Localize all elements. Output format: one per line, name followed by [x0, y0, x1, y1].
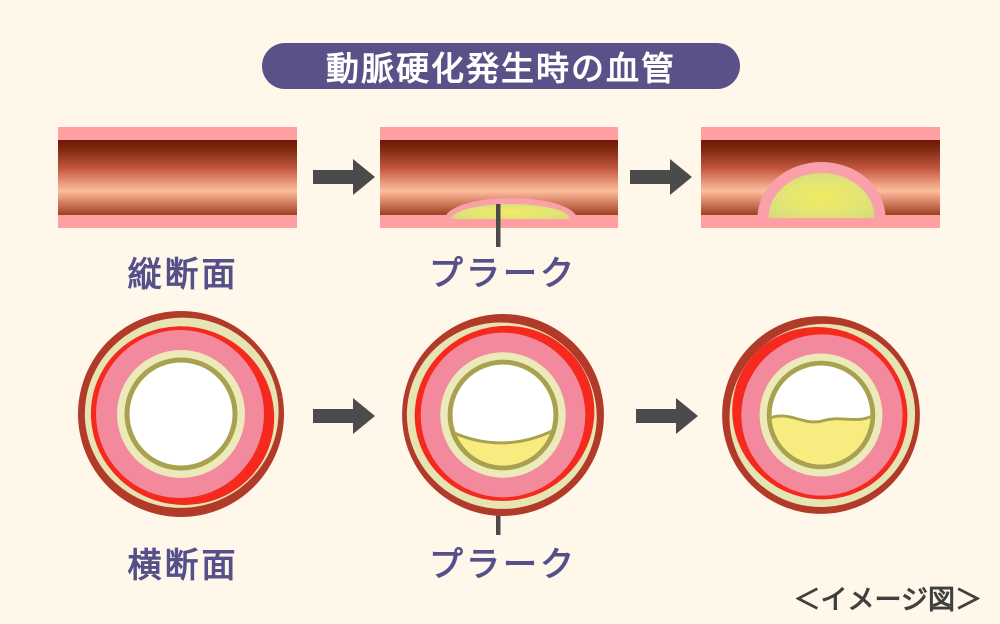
page-title: 動脈硬化発生時の血管 — [326, 50, 676, 87]
vessel-cross-section-small-plaque — [402, 314, 604, 516]
vessel-longitudinal-small-plaque — [380, 127, 618, 228]
label-cross-section: 横断面 — [127, 547, 239, 585]
label-plaque-top: プラーク — [429, 255, 577, 293]
arrow-right-icon — [313, 159, 375, 195]
label-plaque-bottom: プラーク — [429, 546, 577, 584]
vessel-longitudinal-healthy — [58, 127, 297, 228]
title-banner: 動脈硬化発生時の血管 — [262, 43, 740, 89]
vessel-cross-section-healthy — [78, 311, 284, 517]
arrow-right-icon — [630, 159, 692, 195]
footnote-image-note: ＜イメージ図＞ — [793, 585, 982, 615]
plaque-body-large — [768, 173, 875, 218]
plaque-body-small — [452, 204, 570, 219]
vessel-longitudinal-large-plaque — [701, 127, 940, 228]
arrow-right-icon — [313, 398, 375, 434]
leader-line-top — [496, 204, 501, 247]
vessel-interior — [58, 140, 297, 215]
arrow-right-icon — [636, 398, 698, 434]
vessel-cross-section-large-plaque — [722, 316, 920, 514]
label-longitudinal-section: 縦断面 — [127, 256, 239, 294]
lumen — [129, 362, 233, 466]
